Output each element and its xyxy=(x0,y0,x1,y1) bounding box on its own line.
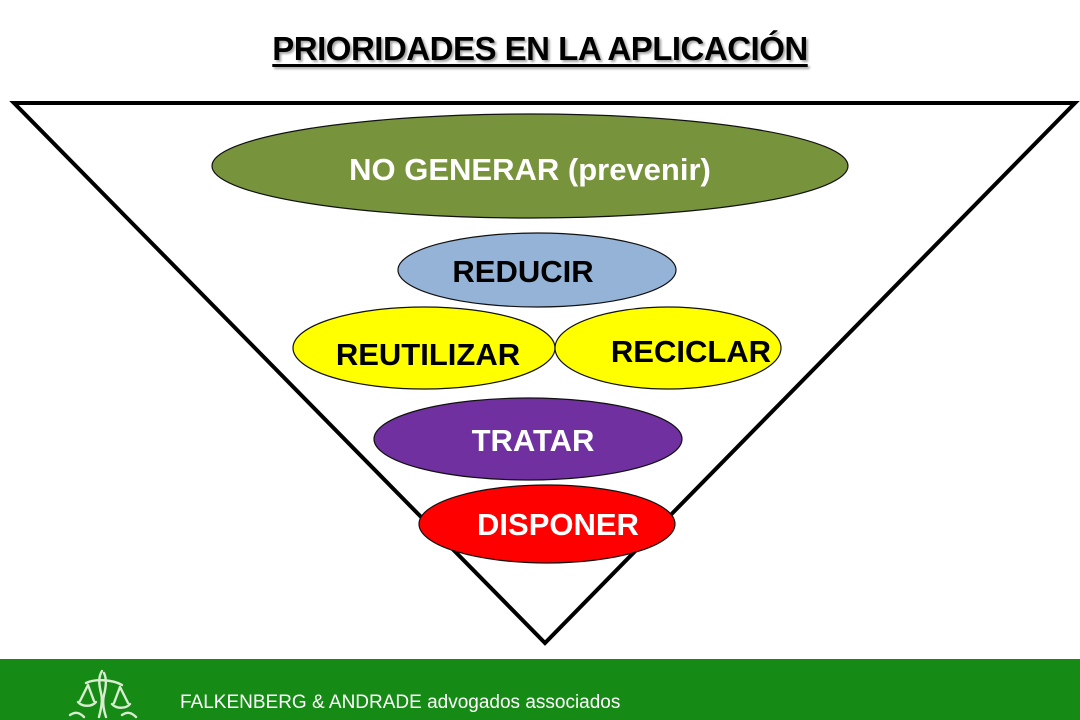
footer-bar: FALKENBERG & ANDRADE advogados associado… xyxy=(0,659,1080,720)
page-title: PRIORIDADES EN LA APLICACIÓN xyxy=(272,30,808,67)
level-tratar: TRATAR xyxy=(373,397,683,481)
level-reducir: REDUCIR xyxy=(397,232,677,308)
level-reciclar: RECICLAR xyxy=(554,306,782,390)
footer-company-name: FALKENBERG & ANDRADE advogados associado… xyxy=(180,692,621,713)
level-reutilizar: REUTILIZAR xyxy=(292,306,556,390)
level-no-generar: NO GENERAR (prevenir) xyxy=(211,113,849,219)
level-tratar-label: TRATAR xyxy=(472,423,595,458)
level-reciclar-shape xyxy=(554,306,782,390)
scales-of-justice-logo-icon xyxy=(68,669,138,719)
level-disponer: DISPONER xyxy=(418,484,676,564)
level-no-generar-shape xyxy=(211,113,849,219)
level-reciclar-label: RECICLAR xyxy=(611,334,771,369)
level-tratar-shape xyxy=(373,397,683,481)
funnel-triangle xyxy=(9,101,1080,646)
level-disponer-shape xyxy=(418,484,676,564)
level-reducir-label: REDUCIR xyxy=(452,254,593,289)
level-reutilizar-label: REUTILIZAR xyxy=(336,337,520,372)
level-no-generar-label: NO GENERAR (prevenir) xyxy=(349,152,711,187)
level-disponer-label: DISPONER xyxy=(477,507,639,542)
level-reducir-shape xyxy=(397,232,677,308)
